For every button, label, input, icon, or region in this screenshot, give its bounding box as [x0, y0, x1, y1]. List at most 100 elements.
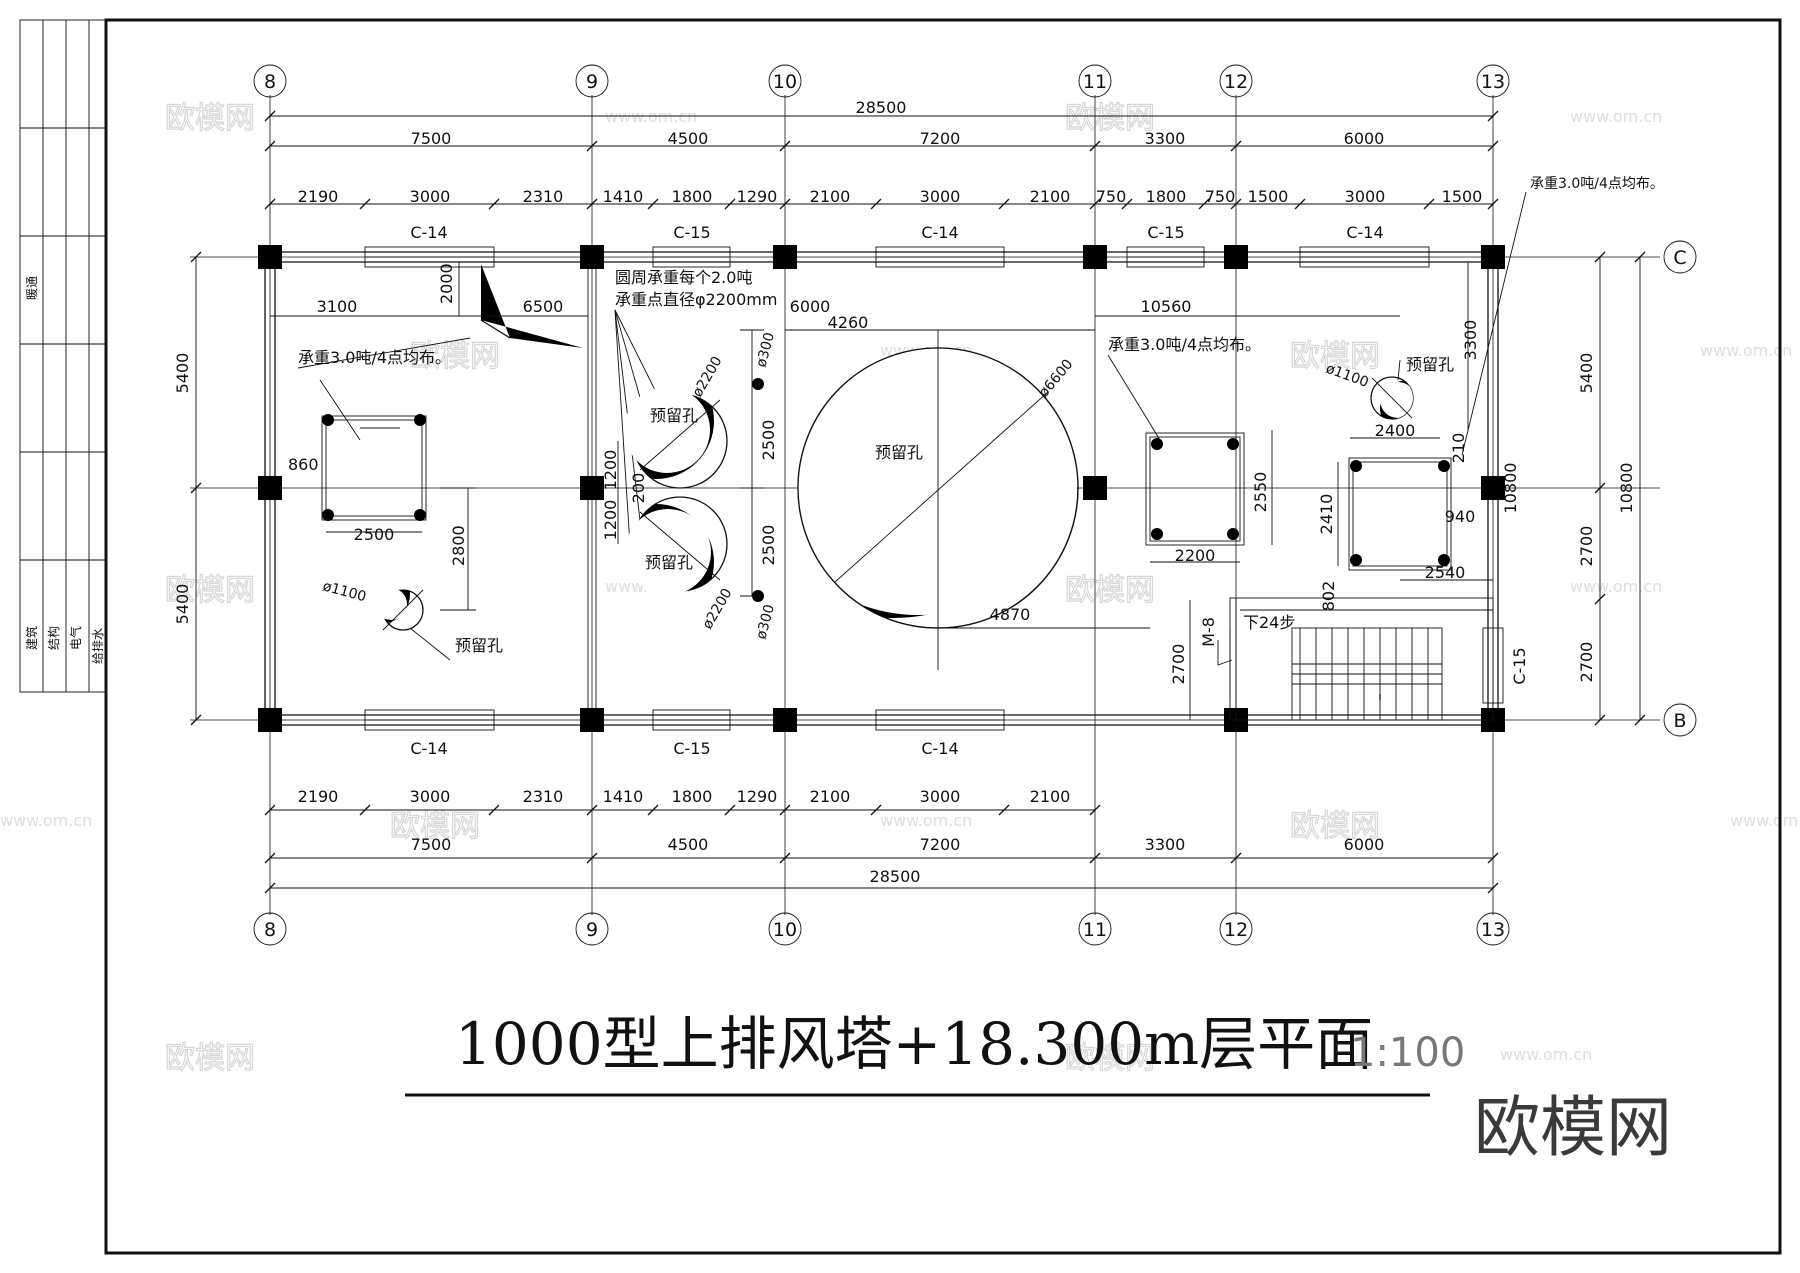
dim-internal: 2540: [1425, 563, 1466, 582]
dim-detail: 1290: [737, 787, 778, 806]
watermark-url: www.om.cn: [1500, 1045, 1592, 1064]
side-dimensions: 5400 5400 5400 2700 2700 10800: [173, 251, 1646, 726]
watermarks: 欧模网 欧模网 欧模网 欧模网 欧模网 欧模网 欧模网 欧模网 欧模网 欧模网 …: [0, 100, 1800, 1076]
load-note: 承重3.0吨/4点均布。: [1108, 335, 1261, 354]
big-hole: 6000 4260 10560 预留孔 ø6600 4870: [785, 297, 1400, 670]
window-tag: C-14: [921, 223, 958, 242]
dim-detail: 1800: [672, 187, 713, 206]
dim-detail: 2100: [810, 187, 851, 206]
stair: 下24步 M-8 2700: [1169, 597, 1494, 721]
axis-label: 10: [773, 71, 797, 93]
axis-label: 8: [264, 71, 276, 93]
dim-bay: 7200: [920, 129, 961, 148]
dim-internal: 3100: [317, 297, 358, 316]
title-block-elec: 电气: [68, 626, 83, 650]
dim-bay: 6000: [1344, 835, 1385, 854]
dim-detail: 2100: [810, 787, 851, 806]
dim-internal: 200: [629, 473, 648, 504]
title-block-arch: 建筑: [24, 626, 39, 650]
dim-bay: 7200: [920, 835, 961, 854]
dim-detail: 1410: [603, 187, 644, 206]
dim-detail: 2100: [1030, 787, 1071, 806]
title-area: 1000型上排风塔+18.300m层平面 1:100 欧模网: [405, 1010, 1672, 1166]
walls: [264, 251, 1499, 726]
dim-detail: 2310: [523, 187, 564, 206]
watermark: 欧模网: [410, 339, 500, 374]
dim-detail: 750: [1096, 187, 1127, 206]
dim-internal: 10800: [1501, 463, 1520, 514]
window-tag: C-15: [673, 223, 710, 242]
ring-holes: 圆周承重每个2.0吨 承重点直径φ2200mm 预留孔 ø2200 预留孔 ø2…: [601, 268, 778, 641]
dim-internal: 2700: [1169, 644, 1188, 685]
windows: C-14 C-15 C-14 C-15 C-14 C-14 C-15 C-14 …: [364, 223, 1529, 758]
dim-detail: 2310: [523, 787, 564, 806]
window-tag: C-14: [410, 739, 447, 758]
dim-bay: 6000: [1344, 129, 1385, 148]
dim-internal: 6500: [523, 297, 564, 316]
dim-bay: 3300: [1145, 129, 1186, 148]
watermark-url: www.om.cn: [1570, 107, 1662, 126]
title-block-strip: 暖通 建筑 结构 电气 给排水: [19, 19, 107, 693]
axis-label: 9: [586, 919, 598, 941]
title-block-plumb: 给排水: [91, 628, 105, 664]
watermark: 欧模网: [390, 809, 480, 844]
window-tag: C-14: [1346, 223, 1383, 242]
watermark: 欧模网: [1065, 1041, 1155, 1076]
diameter-label: ø1100: [321, 578, 368, 605]
dim-detail: 3000: [1345, 187, 1386, 206]
axis-label: 13: [1481, 71, 1505, 93]
dim-right: 5400: [1577, 353, 1596, 394]
door-tag: M-8: [1199, 617, 1218, 647]
dim-internal: 2500: [759, 420, 778, 461]
dim-detail: 2100: [1030, 187, 1071, 206]
dim-detail: 3000: [410, 187, 451, 206]
ring-note: 承重点直径φ2200mm: [615, 290, 777, 309]
watermark: 欧模网: [165, 573, 255, 608]
watermark: 欧模网: [1290, 339, 1380, 374]
dim-detail: 750: [1205, 187, 1236, 206]
load-note: 承重3.0吨/4点均布。: [298, 348, 451, 367]
window-tag: C-14: [921, 739, 958, 758]
ring-note: 圆周承重每个2.0吨: [615, 268, 752, 287]
dim-internal: 2200: [1175, 546, 1216, 565]
dim-right-overall: 10800: [1617, 463, 1636, 514]
watermark-url: www.om.cn: [605, 107, 697, 126]
brand-logo: 欧模网: [1474, 1089, 1672, 1166]
dim-detail: 1500: [1442, 187, 1483, 206]
room-right-b: 3300 ø1100 预留孔 承重3.0吨/4点均布。 2400 2410 25…: [1317, 176, 1664, 611]
diameter-label: ø2200: [700, 586, 736, 632]
diameter-label: ø300: [753, 603, 778, 641]
title-block-hvac: 暖通: [25, 276, 39, 300]
dim-bay: 3300: [1145, 835, 1186, 854]
hole-label: 预留孔: [645, 553, 693, 572]
diameter-label: ø300: [753, 331, 778, 369]
dim-right: 2700: [1577, 526, 1596, 567]
dim-detail: 2190: [298, 187, 339, 206]
dim-detail: 3000: [410, 787, 451, 806]
dim-internal: 210: [1449, 433, 1468, 464]
axis-label: 10: [773, 919, 797, 941]
dim-internal: 3300: [1461, 320, 1480, 361]
dim-bay: 7500: [411, 835, 452, 854]
dim-detail: 3000: [920, 787, 961, 806]
dim-internal: 2000: [437, 263, 456, 304]
dim-detail: 1500: [1248, 187, 1289, 206]
window-tag: C-15: [1147, 223, 1184, 242]
diameter-label: ø2200: [690, 354, 726, 400]
dim-internal: 10560: [1141, 297, 1192, 316]
dim-left: 5400: [173, 584, 192, 625]
dim-internal: 2800: [449, 525, 468, 566]
diameter-label: ø6600: [1036, 356, 1077, 400]
window-tag: C-14: [410, 223, 447, 242]
window-tag: C-15: [1510, 647, 1529, 684]
dim-bay: 4500: [668, 835, 709, 854]
drawing-scale: 1:100: [1350, 1030, 1465, 1076]
axis-label: 8: [264, 919, 276, 941]
dim-overall: 28500: [870, 867, 921, 886]
dim-internal: 860: [288, 455, 319, 474]
dim-internal: 6000: [790, 297, 831, 316]
stair-label: 下24步: [1243, 613, 1295, 632]
watermark-url: www.om.cn: [0, 811, 92, 830]
dim-bay: 4500: [668, 129, 709, 148]
